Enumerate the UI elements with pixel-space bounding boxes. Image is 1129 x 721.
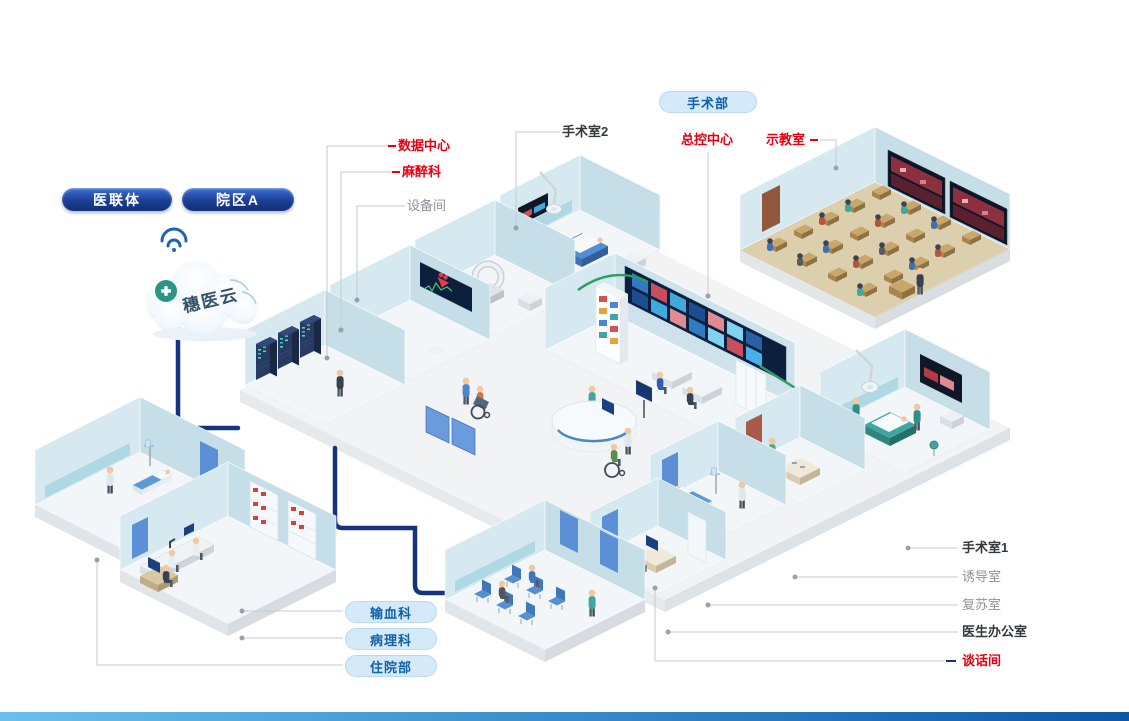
talk-room-door-2 xyxy=(600,530,618,573)
footer-accent-bar xyxy=(0,712,1129,721)
or2-surgical-light xyxy=(539,171,562,215)
inpatient-pill[interactable]: 住院部 xyxy=(345,655,437,677)
operator-consoles xyxy=(652,362,722,409)
or1-equipment-cart xyxy=(940,410,964,429)
or1-wall-monitor xyxy=(920,354,962,403)
talk-room-block xyxy=(444,499,646,662)
campus-pill[interactable]: 院区A xyxy=(182,188,294,211)
lecturer-podium xyxy=(889,267,924,300)
cloud-platform: 穗医云 xyxy=(146,227,258,341)
talk-room-door-1 xyxy=(560,510,578,553)
label-talk-room: 谈话间 xyxy=(962,653,1002,668)
wheelchair-group-a xyxy=(462,377,491,420)
blood-transfusion-pill[interactable]: 输血科 xyxy=(345,601,437,623)
reception-desk xyxy=(551,380,652,453)
label-doctor-office: 医生办公室 xyxy=(962,624,1028,639)
pathology-pill[interactable]: 病理科 xyxy=(345,628,437,650)
label-operating-room-2: 手术室2 xyxy=(562,124,609,139)
blood-storage-cabinet-1 xyxy=(249,480,279,542)
leader-dots xyxy=(94,165,911,641)
label-ticks xyxy=(388,139,956,662)
green-cable-1 xyxy=(577,273,649,291)
vitals-wall-screen xyxy=(420,262,472,312)
or1-stool xyxy=(929,440,939,450)
label-data-center: 数据中心 xyxy=(398,138,451,153)
wifi-icon xyxy=(160,227,188,252)
cloud-badge xyxy=(155,280,177,302)
lab-block xyxy=(119,461,337,636)
demo-room-door xyxy=(762,185,780,232)
leader-lines xyxy=(96,131,958,666)
lab-desk xyxy=(140,557,178,592)
office-desk xyxy=(636,535,676,573)
label-equipment-room: 设备间 xyxy=(407,198,447,213)
cloud-icon xyxy=(146,261,258,336)
master-control-block xyxy=(544,252,796,441)
wheelchair-group-b xyxy=(604,427,632,478)
locker-cabinet xyxy=(735,359,767,420)
corridor-double-door xyxy=(425,405,476,456)
alliance-pill[interactable]: 医联体 xyxy=(62,188,172,211)
or1-surgical-light xyxy=(855,349,879,393)
lab-door xyxy=(132,517,148,559)
demo-classroom-block xyxy=(739,126,1011,329)
supply-shelf xyxy=(595,282,628,365)
label-demo-classroom: 示教室 xyxy=(766,132,806,147)
operating-room-1-block xyxy=(819,328,991,474)
office-cabinet xyxy=(687,511,707,564)
label-recovery-room: 复苏室 xyxy=(962,597,1002,612)
label-anesthesia: 麻醉科 xyxy=(402,164,442,179)
data-center-block xyxy=(244,289,406,426)
reception-screen xyxy=(602,398,614,415)
blood-storage-cabinet-2 xyxy=(287,499,317,561)
label-operating-room-1: 手术室1 xyxy=(962,540,1009,555)
label-master-control: 总控中心 xyxy=(681,132,734,147)
label-induction-room: 诱导室 xyxy=(962,569,1002,584)
or1-operating-table xyxy=(864,412,916,446)
demo-room-screens xyxy=(887,149,1008,246)
equipment-console xyxy=(518,292,542,311)
info-kiosk-screen xyxy=(636,380,652,402)
surgery-dept-pill[interactable]: 手术部 xyxy=(659,91,757,113)
